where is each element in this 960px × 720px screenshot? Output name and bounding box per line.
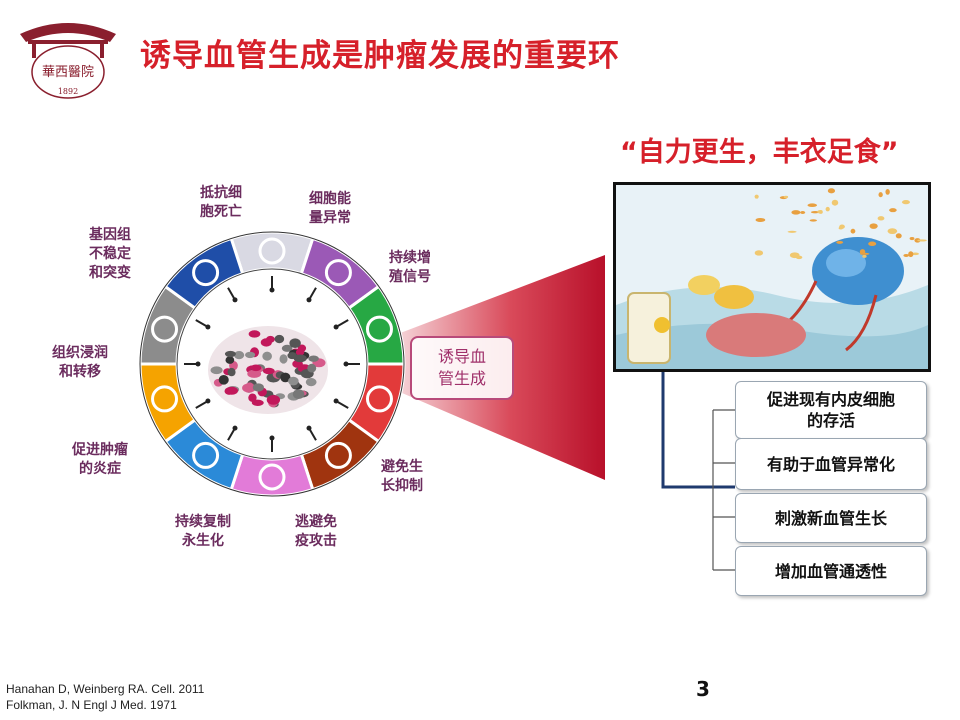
hallmark-label-proliferative-signaling: 持续增 殖信号 xyxy=(389,250,431,285)
hallmark-label-replicative-immortality: 持续复制 永生化 xyxy=(175,514,231,549)
effect-box: 促进现有内皮细胞 的存活 xyxy=(735,381,927,439)
tumor-illustration xyxy=(208,326,328,414)
hallmark-label-evade-growth-suppressors: 避免生 长抑制 xyxy=(381,459,423,494)
angiogenesis-illustration xyxy=(613,182,931,372)
infinity-icon xyxy=(192,441,220,469)
logo-text: 華西醫院 xyxy=(42,65,94,80)
angiogenesis-label: 诱导血 管生成 xyxy=(437,347,486,388)
page-number: 3 xyxy=(696,677,710,701)
quote-text: “自力更生，丰衣足食” xyxy=(620,137,899,168)
effect-box: 有助于血管异常化 xyxy=(735,438,927,490)
hallmark-label-genome-instability: 基因组 不稳定 和突变 xyxy=(89,227,131,281)
hallmark-label-immune-evasion: 逃避免 疫攻击 xyxy=(295,514,337,549)
effect-box: 刺激新血管生长 xyxy=(735,493,927,543)
reference-1: Hanahan D, Weinberg RA. Cell. 2011 xyxy=(6,682,205,696)
circle-bar-icon xyxy=(324,441,352,469)
angiogenesis-box: 诱导血 管生成 xyxy=(410,336,514,400)
virus-icon xyxy=(258,463,286,491)
flame-icon xyxy=(151,385,179,413)
hallmark-label-energetics: 细胞能 量异常 xyxy=(309,191,351,226)
vessel-icon xyxy=(365,385,393,413)
dna-icon xyxy=(192,259,220,287)
effect-box: 增加血管通透性 xyxy=(735,546,927,596)
hallmark-label-invasion-metastasis: 组织浸润 和转移 xyxy=(52,345,108,380)
connector-line xyxy=(661,370,735,489)
reference-2: Folkman, J. N Engl J Med. 1971 xyxy=(6,698,177,712)
page-title: 诱导血管生成是肿瘤发展的重要环 xyxy=(140,38,620,74)
hallmark-label-inflammation: 促进肿瘤 的炎症 xyxy=(72,442,128,477)
logo-year: 1892 xyxy=(58,87,78,96)
atom-icon xyxy=(324,259,352,287)
figure-icon xyxy=(151,315,179,343)
cross-icon xyxy=(258,237,286,265)
hallmark-label-resist-death: 抵抗细 胞死亡 xyxy=(200,185,242,220)
hospital-logo: 華西醫院 1892 xyxy=(14,12,122,102)
arrow-icon xyxy=(365,315,393,343)
